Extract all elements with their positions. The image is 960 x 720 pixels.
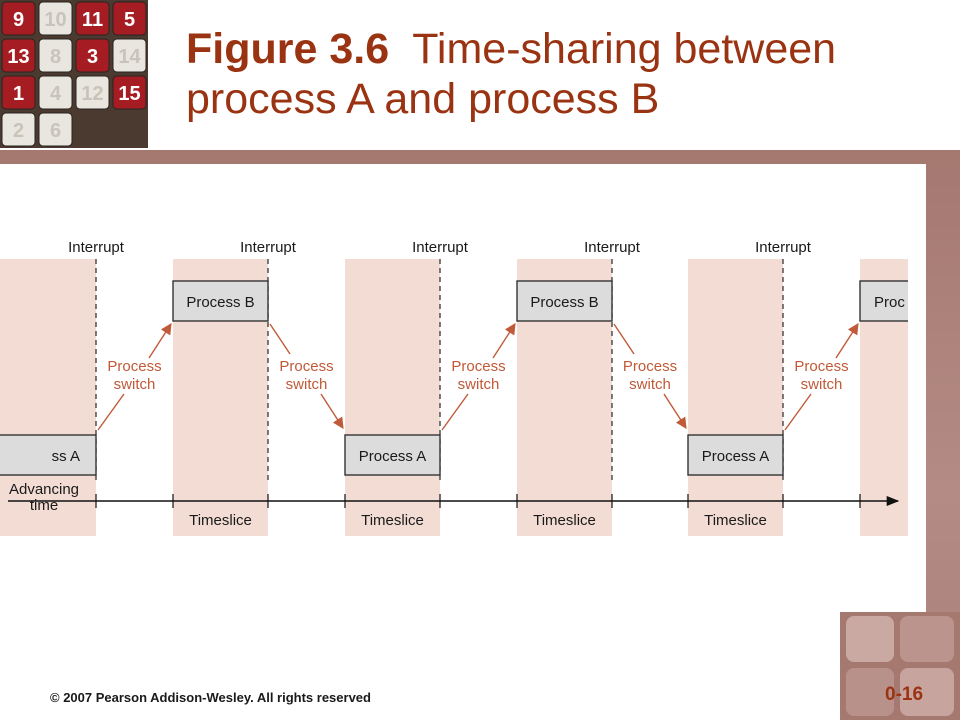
slide-number: 0-16 <box>885 684 924 705</box>
switch-label-line1: Process <box>107 358 161 375</box>
interrupt-label: Interrupt <box>240 239 297 256</box>
process-label: Process B <box>530 294 598 311</box>
logo-tile-number: 15 <box>118 83 140 105</box>
logo-tile <box>1 112 36 147</box>
logo-tile <box>1 75 36 110</box>
time-sharing-diagram: Interrupt Interrupt Interrupt Interrupt Inte… <box>0 239 908 536</box>
logo-tile <box>112 1 147 36</box>
logo-tile <box>112 75 147 110</box>
logo-tile <box>1 1 36 36</box>
switch-label-line2: switch <box>458 376 500 393</box>
logo-tile-number: 5 <box>124 9 135 31</box>
logo-tile <box>75 1 110 36</box>
logo-tile-number: 1 <box>13 83 24 105</box>
corner-decoration <box>840 612 960 720</box>
switch-arrow-tail <box>97 393 125 431</box>
timeslice-label: Timeslice <box>704 512 767 529</box>
switch-arrow-head <box>320 393 344 429</box>
process-label: Process A <box>702 448 770 465</box>
switch-arrow-tail <box>441 393 469 431</box>
process-label: Proc <box>874 294 905 311</box>
logo-tile-number: 3 <box>87 46 98 68</box>
switch-label-line1: Process <box>623 358 677 375</box>
process-box <box>344 434 441 476</box>
logo-tile-number: 14 <box>118 46 141 68</box>
switch-label-line1: Process <box>794 358 848 375</box>
process-box <box>516 280 613 322</box>
figure-caption: Time-sharing between process A and proce… <box>186 25 837 123</box>
axis-label-line2: time <box>30 497 58 514</box>
switch-arrow-head <box>148 323 172 359</box>
logo-tile-number: 12 <box>81 83 103 105</box>
process-box <box>172 280 269 322</box>
interrupt-label: Interrupt <box>412 239 469 256</box>
process-box <box>859 280 908 322</box>
interrupt-label: Interrupt <box>584 239 641 256</box>
switch-arrow-tail <box>784 393 812 431</box>
logo-tile-number: 11 <box>82 9 103 31</box>
timeslice-label: Timeslice <box>533 512 596 529</box>
switch-arrow-head <box>835 323 859 359</box>
timeslice-label: Timeslice <box>189 512 252 529</box>
process-label: Process B <box>186 294 254 311</box>
timeslice-band <box>345 259 440 536</box>
logo-tile-number: 2 <box>13 120 24 142</box>
figure-number: Figure 3.6 <box>186 25 390 73</box>
logo-tile <box>38 1 73 36</box>
process-label: ss A <box>52 448 80 465</box>
interrupt-label: Interrupt <box>755 239 812 256</box>
switch-label-line2: switch <box>286 376 328 393</box>
axis-label-line1: Advancing <box>9 481 79 498</box>
switch-label-line2: switch <box>629 376 671 393</box>
switch-label-line2: switch <box>801 376 843 393</box>
logo-tile-number: 9 <box>13 9 24 31</box>
logo-tile-number: 8 <box>50 46 61 68</box>
logo-tile-number: 4 <box>50 83 62 105</box>
logo-tile <box>75 75 110 110</box>
switch-label-line2: switch <box>114 376 156 393</box>
switch-arrow-tail <box>613 323 635 355</box>
timeslice-band <box>0 259 96 536</box>
switch-arrow-tail <box>269 323 291 355</box>
timeslice-label: Timeslice <box>361 512 424 529</box>
switch-label-line1: Process <box>451 358 505 375</box>
logo-tile-number: 13 <box>7 46 29 68</box>
process-box <box>0 434 97 476</box>
copyright-notice: © 2007 Pearson Addison-Wesley. All right… <box>50 690 371 705</box>
logo-tile <box>75 38 110 73</box>
logo-tile <box>38 112 73 147</box>
logo-tile-number: 10 <box>44 9 66 31</box>
slide-title: Figure 3.6 Time-sharing between process … <box>186 24 926 124</box>
logo-tile <box>38 75 73 110</box>
process-box <box>687 434 784 476</box>
logo-tile <box>1 38 36 73</box>
switch-label-line1: Process <box>279 358 333 375</box>
process-label: Process A <box>359 448 427 465</box>
switch-arrow-head <box>492 323 516 359</box>
header-divider <box>0 150 960 164</box>
logo-tile-number: 6 <box>50 120 61 142</box>
switch-arrow-head <box>663 393 687 429</box>
timeslice-band <box>688 259 783 536</box>
logo-tile <box>38 38 73 73</box>
logo-tile <box>112 38 147 73</box>
interrupt-label: Interrupt <box>68 239 125 256</box>
